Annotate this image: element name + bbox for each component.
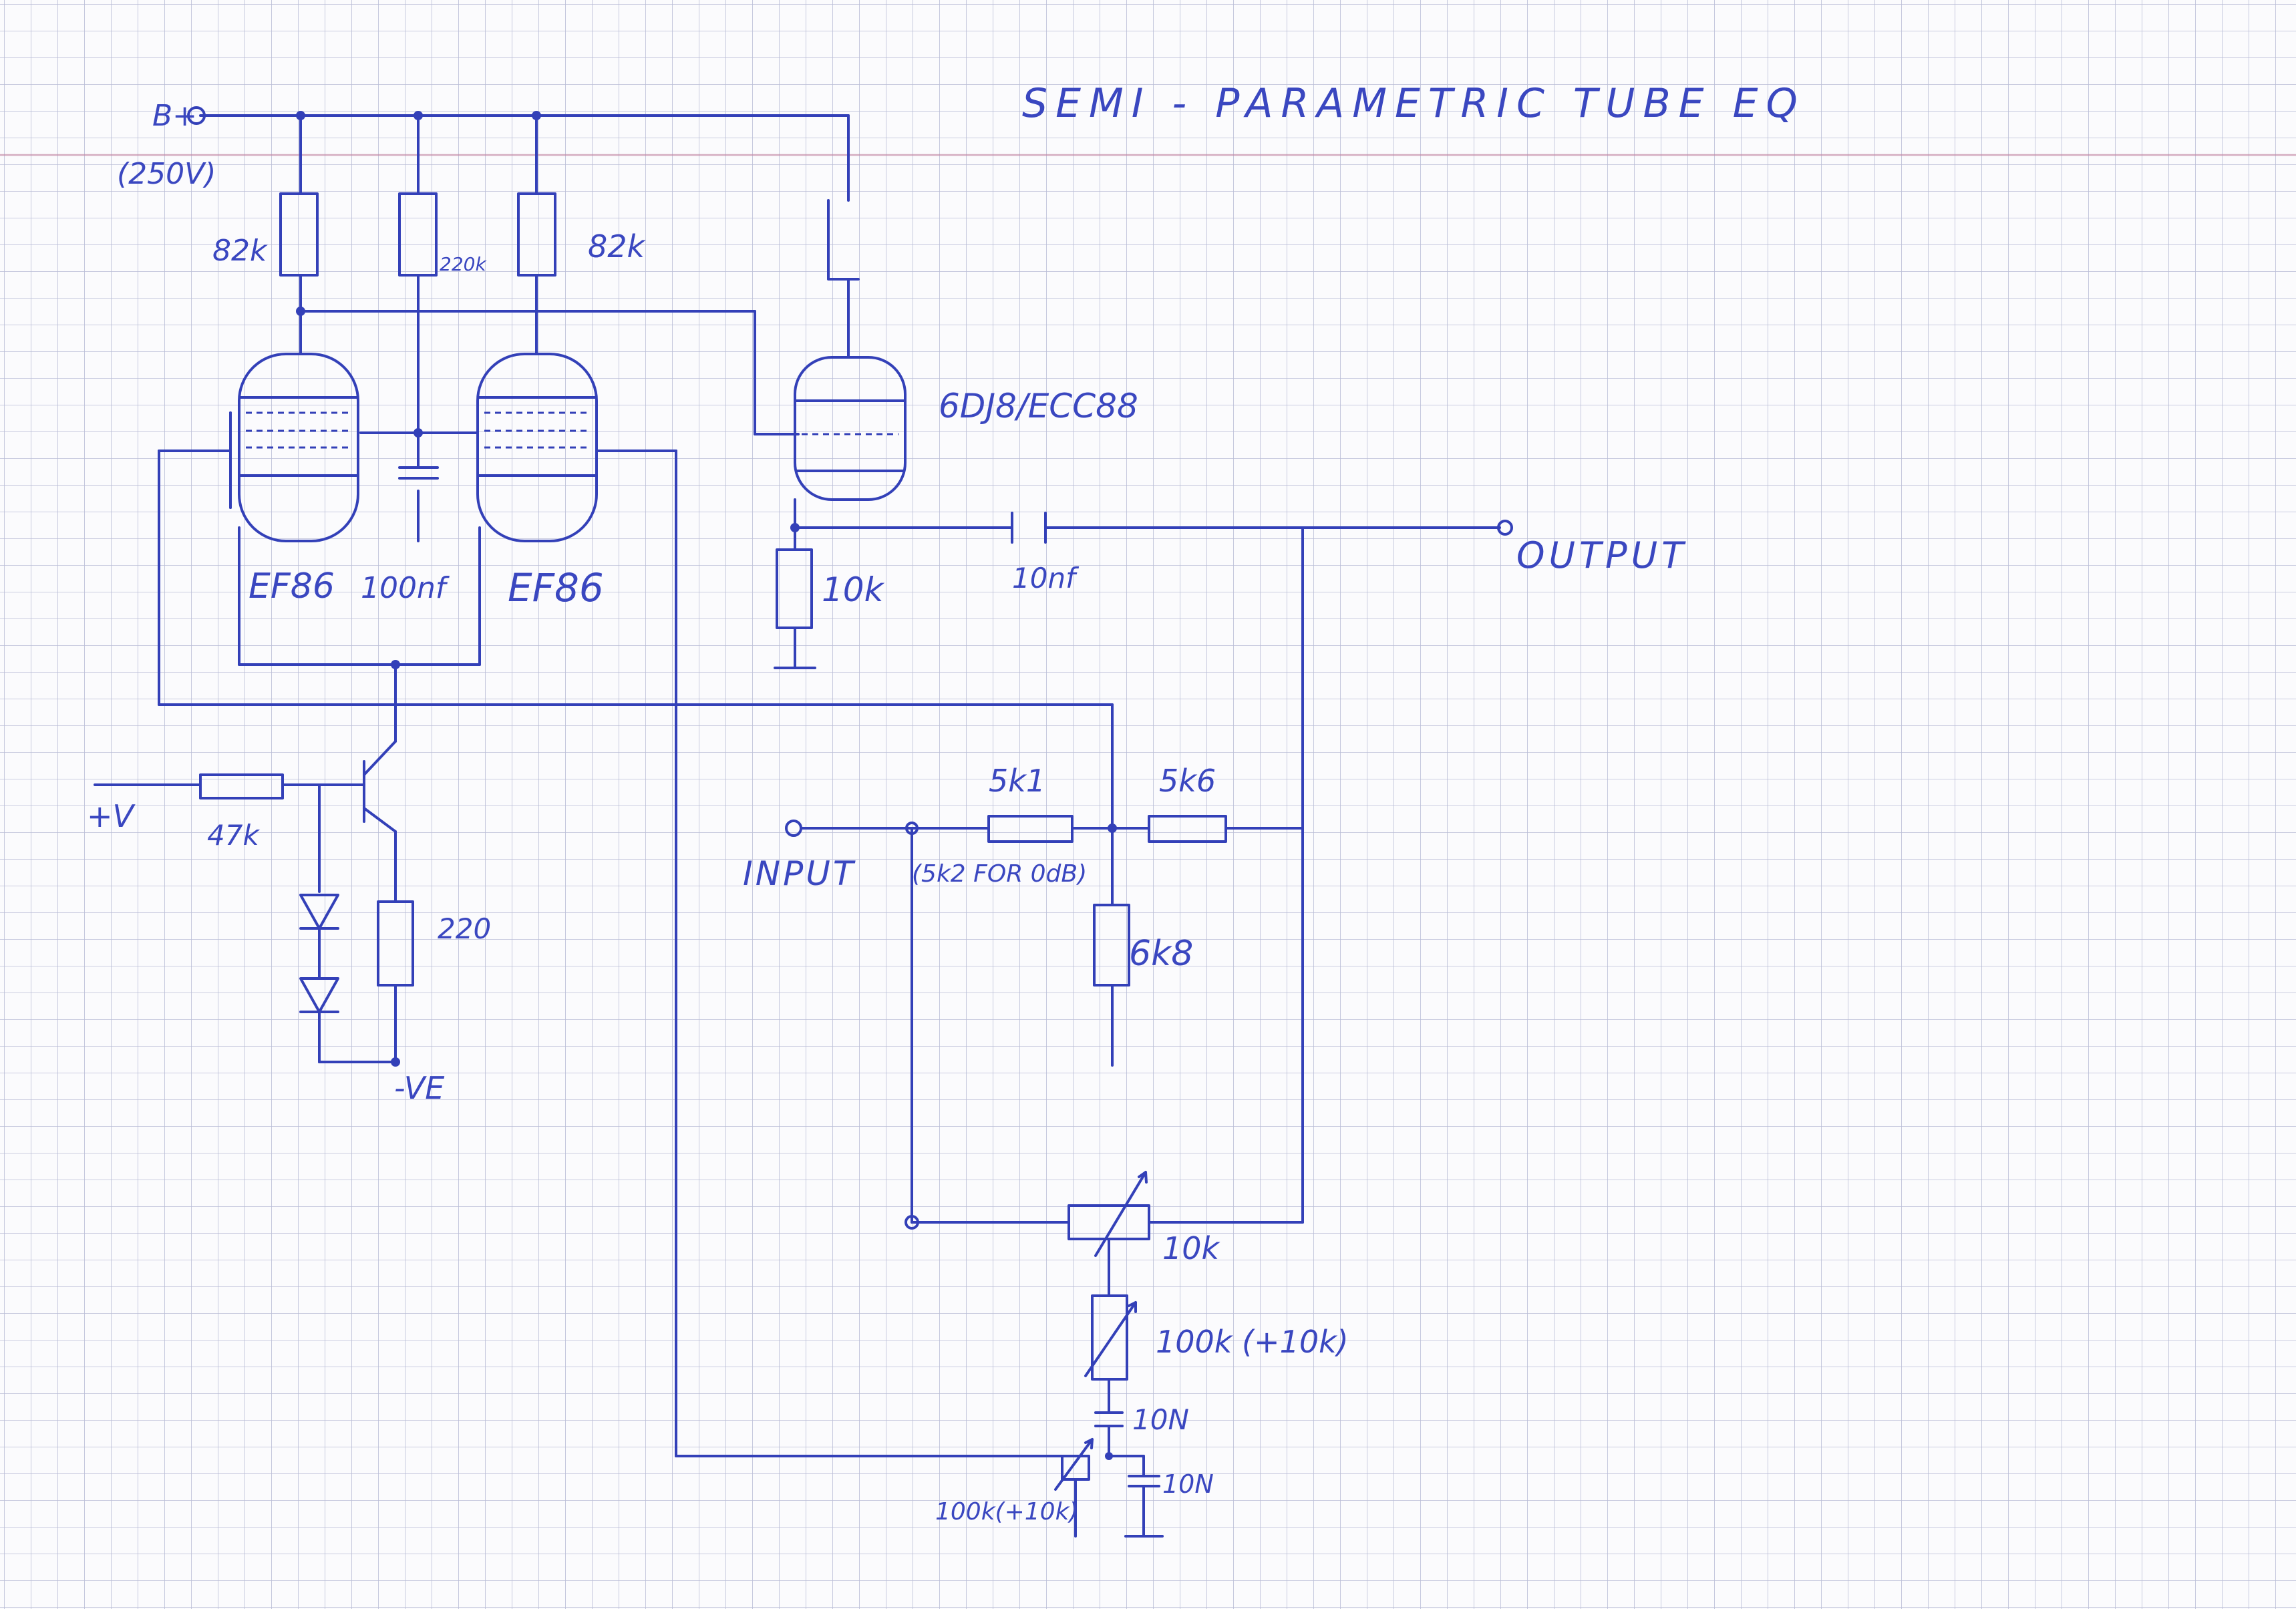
tube-ef86-right (476, 353, 598, 542)
diodes (299, 894, 339, 1013)
r-input-note: (5k2 FOR 0dB) (912, 860, 1087, 888)
pot-10k (1068, 1204, 1150, 1240)
resistor-6k8 (1093, 904, 1130, 987)
capacitors (398, 466, 1160, 1487)
r-plate-right-label: 82k (588, 228, 647, 264)
input-label: INPUT (743, 854, 856, 893)
resistor-5k1 (987, 815, 1074, 843)
bplus-voltage-label: (250V) (117, 157, 216, 191)
c-output-label: 10nf (1012, 562, 1080, 594)
r-screen-label: 220k (440, 253, 487, 275)
resistor-10k-cathode (776, 548, 813, 629)
r-tail-label: 47k (207, 819, 260, 852)
pot-100k (1091, 1294, 1128, 1381)
plus-v-label: +V (87, 798, 136, 834)
r-cathode-label: 10k (822, 570, 885, 609)
resistors (199, 192, 1227, 1491)
tube-right-label: EF86 (508, 565, 604, 610)
c-series-label: 10N (1132, 1403, 1189, 1436)
r-emitter-label: 220 (438, 912, 491, 945)
labels: SEMI - PARAMETRIC TUBE EQ B+ (250V) 82k … (87, 80, 1806, 1526)
r-input-label: 5k1 (989, 763, 1045, 799)
input-terminal (785, 820, 802, 837)
bplus-label: B+ (152, 99, 197, 133)
r-shunt-label: 6k8 (1129, 934, 1193, 974)
resistor-220k (398, 192, 438, 277)
tube-follower-label: 6DJ8/ECC88 (939, 387, 1138, 425)
resistor-5k6 (1148, 815, 1227, 843)
tube-ef86-left (229, 353, 359, 542)
tube-6dj8 (794, 356, 907, 501)
pot-boost-cut-label: 10k (1162, 1230, 1221, 1266)
pot-freq-label: 100k(+10k) (935, 1498, 1078, 1526)
output-terminal (1497, 520, 1513, 536)
pot-freq (1061, 1455, 1090, 1481)
output-label: OUTPUT (1516, 534, 1687, 576)
minus-ve-label: -VE (394, 1070, 444, 1106)
pot-q-label: 100k (+10k) (1156, 1324, 1349, 1360)
c-screen-label: 100nf (361, 571, 450, 605)
terminals (187, 106, 1513, 1230)
r-feedback-label: 5k6 (1159, 763, 1216, 799)
tube-left-label: EF86 (249, 566, 335, 606)
r-plate-left-label: 82k (212, 234, 268, 268)
diagram-title: SEMI - PARAMETRIC TUBE EQ (1022, 80, 1806, 127)
bplus-terminal (187, 106, 206, 125)
resistor-47k (199, 773, 284, 799)
resistor-220 (377, 900, 414, 987)
junction-dots (296, 111, 1117, 1460)
resistor-82k-left (279, 192, 319, 277)
c-shunt-label: 10N (1162, 1469, 1214, 1499)
resistor-82k-right (517, 192, 556, 277)
